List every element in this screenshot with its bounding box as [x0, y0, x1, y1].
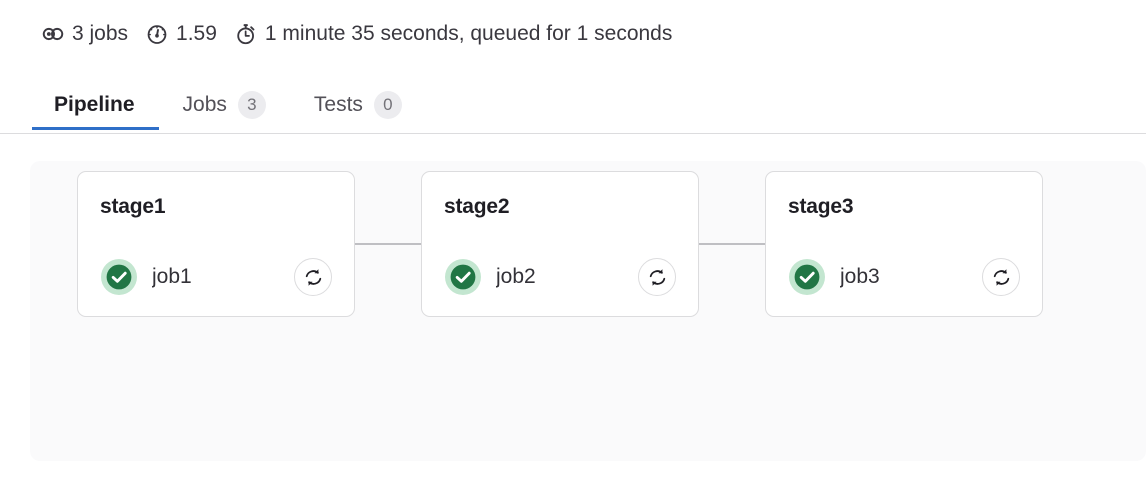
tab-jobs[interactable]: Jobs 3: [159, 76, 290, 130]
stopwatch-icon: [235, 23, 257, 45]
stage-connector-line: [355, 243, 421, 245]
pipeline-stage-row: stage1 job1: [30, 161, 1146, 317]
summary-item-score: 1.59: [146, 20, 217, 48]
pipeline-tab-bar: Pipeline Jobs 3 Tests 0: [0, 76, 1146, 134]
retry-icon[interactable]: [982, 258, 1020, 296]
status-success-icon[interactable]: [788, 258, 826, 296]
job-item[interactable]: job2: [444, 258, 676, 296]
status-success-icon[interactable]: [100, 258, 138, 296]
tab-bar-divider: [0, 133, 1146, 134]
job-name: job1: [152, 265, 192, 288]
tab-list: Pipeline Jobs 3 Tests 0: [32, 76, 1146, 134]
job-name: job2: [496, 265, 536, 288]
stage-title: stage3: [788, 195, 854, 218]
tab-tests-badge: 0: [373, 91, 402, 119]
job-item[interactable]: job3: [788, 258, 1020, 296]
stage-title: stage1: [100, 195, 166, 218]
summary-item-duration: 1 minute 35 seconds, queued for 1 second…: [235, 20, 672, 48]
retry-icon[interactable]: [294, 258, 332, 296]
tab-pipeline[interactable]: Pipeline: [32, 76, 159, 130]
pipeline-status-icon: [42, 23, 64, 45]
stage-column-stage1: stage1 job1: [77, 171, 355, 317]
gauge-icon: [146, 23, 168, 45]
pipeline-summary-bar: 3 jobs 1.59 1: [0, 0, 1146, 50]
stage-column-stage3: stage3 job3: [765, 171, 1043, 317]
job-name: job3: [840, 265, 880, 288]
tab-tests-label: Tests: [313, 93, 363, 116]
status-success-icon[interactable]: [444, 258, 482, 296]
tab-tests[interactable]: Tests 0: [290, 76, 426, 130]
stage-connector-line: [699, 243, 765, 245]
stage-title: stage2: [444, 195, 510, 218]
pipeline-graph-panel: stage1 job1: [30, 161, 1146, 461]
stage-column-stage2: stage2 job2: [421, 171, 699, 317]
summary-item-jobs: 3 jobs: [42, 20, 128, 48]
summary-jobs-text: 3 jobs: [72, 22, 129, 45]
tab-jobs-label: Jobs: [182, 93, 227, 116]
retry-icon[interactable]: [638, 258, 676, 296]
tab-jobs-badge: 3: [237, 91, 266, 119]
summary-duration-text: 1 minute 35 seconds, queued for 1 second…: [264, 22, 673, 45]
summary-score-text: 1.59: [176, 22, 217, 45]
tab-pipeline-label: Pipeline: [54, 93, 135, 116]
job-item[interactable]: job1: [100, 258, 332, 296]
